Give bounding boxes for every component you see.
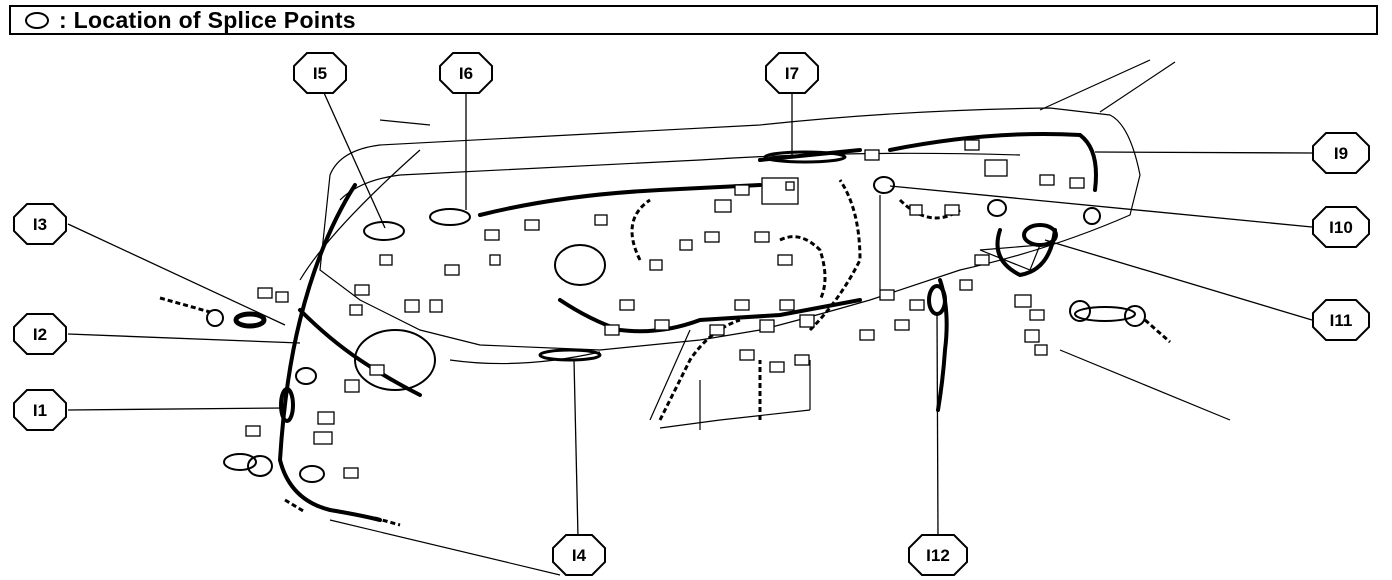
svg-text:I6: I6: [459, 64, 473, 83]
splice-points: [206, 150, 1146, 483]
svg-text:I10: I10: [1329, 218, 1353, 237]
callout-i2: I2: [13, 313, 67, 355]
callout-i3: I3: [13, 203, 67, 245]
dashed-harness: [159, 179, 1171, 527]
svg-text:I1: I1: [33, 401, 47, 420]
callout-i6: I6: [439, 52, 493, 94]
svg-text:I9: I9: [1334, 144, 1348, 163]
callout-i11: I11: [1312, 299, 1370, 341]
svg-text:I4: I4: [572, 546, 587, 565]
callout-i4: I4: [552, 534, 606, 576]
callout-i5: I5: [293, 52, 347, 94]
callout-i12: I12: [908, 534, 968, 576]
svg-text:I2: I2: [33, 325, 47, 344]
diagram-title: : Location of Splice Points: [59, 6, 356, 33]
circle-outline-icon: [25, 11, 49, 29]
svg-text:I11: I11: [1330, 311, 1353, 330]
svg-text:I12: I12: [926, 546, 950, 565]
diagram-header: : Location of Splice Points: [9, 5, 1378, 35]
svg-text:I7: I7: [785, 64, 799, 83]
wire-harness: [277, 132, 1098, 522]
callout-i7: I7: [765, 52, 819, 94]
leader-lines: [67, 83, 1313, 538]
callout-i10: I10: [1312, 206, 1370, 248]
callout-i9: I9: [1312, 132, 1370, 174]
connectors: [245, 139, 1085, 479]
svg-text:I5: I5: [313, 64, 327, 83]
callout-i1: I1: [13, 389, 67, 431]
svg-text:I3: I3: [33, 215, 47, 234]
